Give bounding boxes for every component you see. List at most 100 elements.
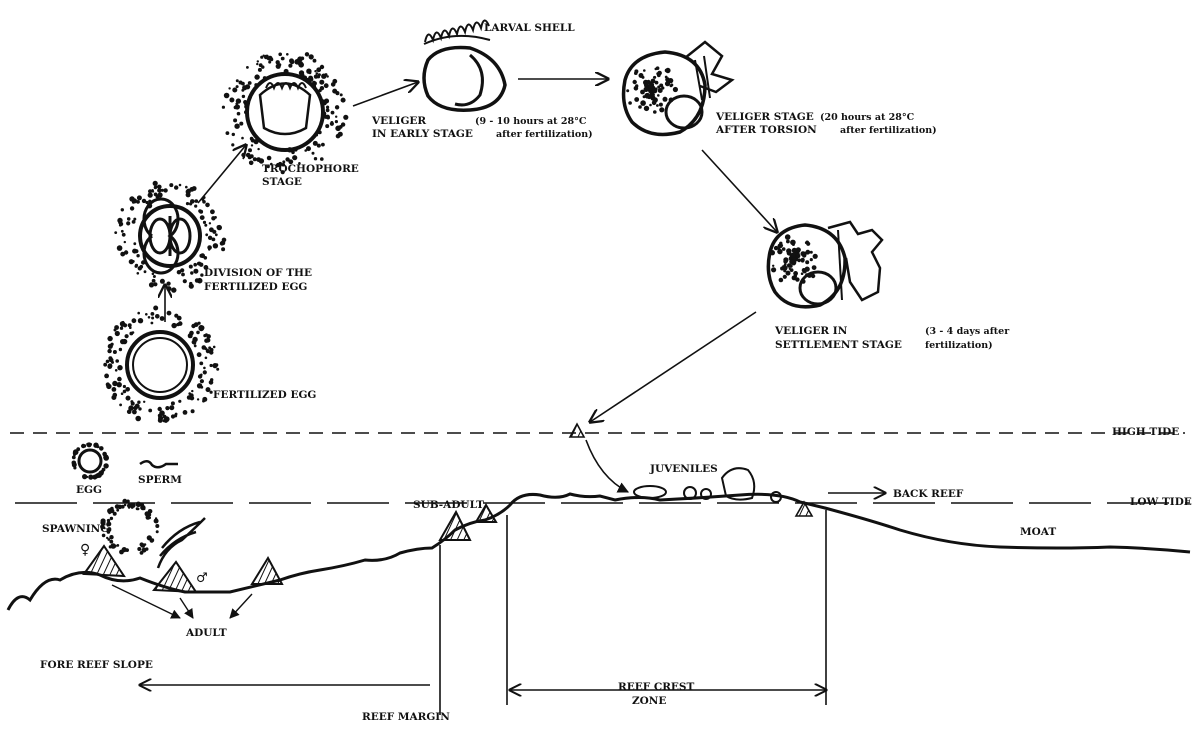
stipple-dot <box>120 208 125 212</box>
stipple-dot <box>188 264 193 269</box>
stipple-dot <box>208 346 212 350</box>
stipple-dot <box>118 347 123 352</box>
stipple-dot <box>234 104 240 110</box>
stipple-dot <box>107 364 113 369</box>
stipple-dot <box>196 383 203 389</box>
stipple-dot <box>635 84 639 88</box>
stipple-dot <box>188 283 194 289</box>
stipple-dot <box>120 392 124 396</box>
stipple-dot <box>254 74 260 80</box>
stipple-dot <box>136 507 140 511</box>
stipple-dot <box>239 81 243 84</box>
stipple-dot <box>116 245 123 251</box>
stipple-dot <box>795 277 800 282</box>
stipple-dot <box>230 97 234 101</box>
stipple-dot <box>800 257 805 262</box>
stipple-dot <box>107 527 112 532</box>
stipple-dot <box>154 517 158 520</box>
stipple-dot <box>153 305 159 311</box>
stipple-dot <box>335 115 338 118</box>
stipple-dot <box>131 331 135 334</box>
stipple-dot <box>165 406 170 411</box>
stipple-dot <box>640 89 645 95</box>
free-egg <box>77 448 103 474</box>
stipple-dot <box>278 63 282 67</box>
stipple-dot <box>643 105 650 112</box>
stipple-dot <box>96 472 102 478</box>
stipple-dot <box>267 55 273 61</box>
egg-jelly-dots <box>103 305 220 423</box>
stipple-dot <box>145 547 149 551</box>
spawning-plume-dots <box>100 498 160 555</box>
stipple-dot <box>115 359 119 363</box>
stipple-dot <box>120 229 124 233</box>
stipple-dot <box>86 442 90 446</box>
stipple-dot <box>145 313 148 316</box>
trochophore-jelly-dots <box>221 52 349 175</box>
crest-shell <box>794 500 814 517</box>
stipple-dot <box>654 80 659 85</box>
stipple-dot <box>126 217 131 221</box>
stipple-dot <box>132 409 137 415</box>
label-male-symbol: ♂ <box>196 571 208 586</box>
stipple-dot <box>316 143 321 148</box>
stipple-dot <box>157 406 162 412</box>
stipple-dot <box>190 271 194 275</box>
stipple-dot <box>133 242 137 246</box>
stipple-dot <box>216 224 222 231</box>
stipple-dot <box>261 65 265 69</box>
stipple-dot <box>137 318 144 324</box>
stipple-dot <box>108 356 113 361</box>
stipple-dot <box>320 157 324 161</box>
ground-arrows <box>111 493 885 690</box>
stipple-dot <box>197 321 201 325</box>
stipple-dot <box>148 408 153 413</box>
label-larval-shell: LARVAL SHELL <box>484 22 575 34</box>
stipple-dot <box>157 417 163 423</box>
stipple-dot <box>139 264 144 269</box>
stipple-dot <box>186 188 191 193</box>
stipple-dot <box>122 389 127 394</box>
stipple-dot <box>781 247 786 251</box>
reef-profile <box>6 492 1191 611</box>
stipple-dot <box>207 235 213 240</box>
label-settlement-time-1: (3 - 4 days after <box>925 326 1010 337</box>
stipple-dot <box>314 70 317 73</box>
stipple-dot <box>280 170 285 175</box>
stipple-dot <box>235 98 242 104</box>
stipple-dot <box>257 147 260 151</box>
stipple-dot <box>152 275 156 278</box>
stipple-dot <box>150 538 155 543</box>
stipple-dot <box>159 278 165 284</box>
zone-boundaries <box>439 510 827 715</box>
stipple-dot <box>778 277 784 283</box>
stipple-dot <box>784 234 791 240</box>
stipple-dot <box>248 160 254 166</box>
stipple-dot <box>106 530 111 534</box>
stipple-dot <box>343 114 349 120</box>
stipple-dot <box>71 460 77 466</box>
stipple-dot <box>248 148 252 153</box>
stipple-dot <box>182 279 187 284</box>
stipple-dot <box>190 409 195 414</box>
stipple-dot <box>632 79 637 85</box>
stipple-dot <box>783 269 787 273</box>
stipple-dot <box>783 263 787 267</box>
stipple-dot <box>71 455 76 460</box>
stipple-dot <box>209 350 214 355</box>
stipple-dot <box>116 544 120 547</box>
stipple-dot <box>112 350 117 354</box>
stipple-dot <box>112 511 117 516</box>
stipple-dot <box>150 321 154 325</box>
label-low-tide: LOW TIDE <box>1130 496 1192 508</box>
stipple-dot <box>157 188 162 193</box>
juvenile-shell <box>770 491 782 503</box>
stipple-dot <box>155 524 160 528</box>
stipple-dot <box>326 105 330 109</box>
stipple-dot <box>114 504 120 509</box>
stipple-dot <box>143 400 146 403</box>
stipple-dot <box>670 83 674 87</box>
label-veliger-torsion-2: AFTER TORSION <box>715 124 817 136</box>
stipple-dot <box>313 157 318 161</box>
stipple-dot <box>125 395 131 401</box>
